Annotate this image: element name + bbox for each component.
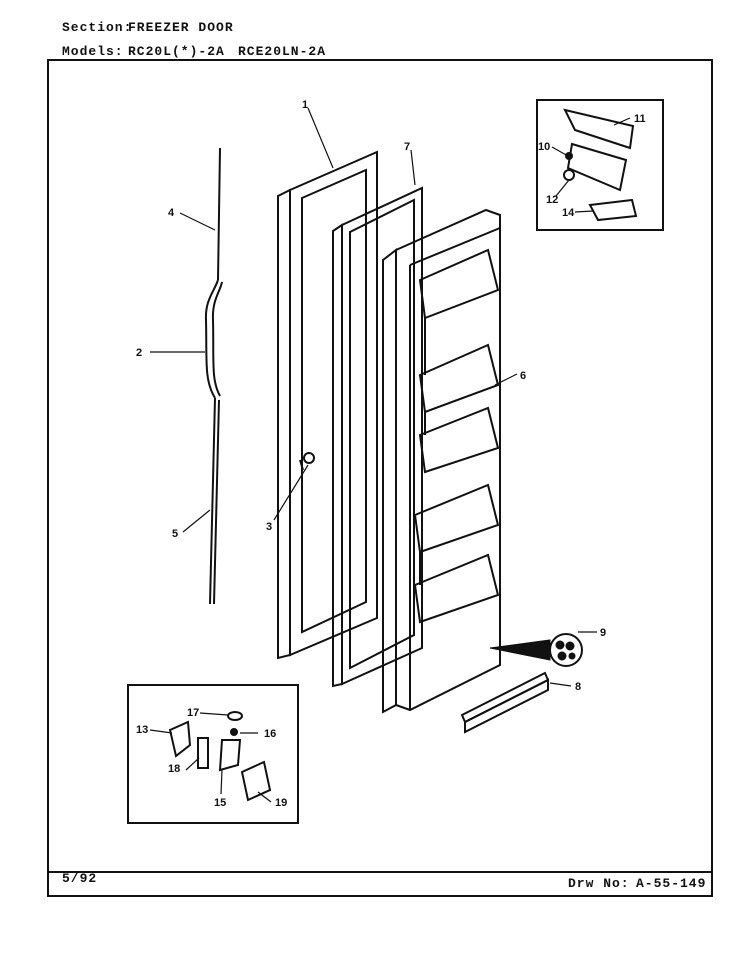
callout-14: 14 bbox=[562, 207, 575, 219]
clip-set bbox=[489, 633, 583, 667]
callout-1: 1 bbox=[302, 99, 308, 111]
callout-11: 11 bbox=[634, 113, 646, 125]
revision-date: 5/92 bbox=[62, 871, 98, 886]
callout-10: 10 bbox=[538, 141, 550, 153]
models-label: Models: bbox=[62, 44, 124, 59]
door-gasket bbox=[332, 186, 423, 688]
callout-16: 16 bbox=[264, 728, 276, 740]
drawing-number-label: Drw No: bbox=[568, 876, 630, 891]
callout-4: 4 bbox=[168, 207, 175, 219]
callout-18: 18 bbox=[168, 763, 180, 775]
door-handle-assembly bbox=[204, 147, 223, 605]
callout-12: 12 bbox=[546, 194, 558, 206]
bottom-hinge-inset bbox=[127, 684, 299, 824]
callout-13: 13 bbox=[136, 724, 148, 736]
model-number-2: RCE20LN-2A bbox=[238, 44, 327, 59]
callout-19: 19 bbox=[275, 797, 287, 809]
frame-pin bbox=[299, 452, 315, 471]
door-trim-strip bbox=[460, 671, 550, 734]
hinge-inset bbox=[536, 99, 664, 231]
callout-2: 2 bbox=[136, 347, 142, 359]
hinge-shim bbox=[588, 198, 638, 222]
section-value: FREEZER DOOR bbox=[128, 20, 234, 35]
callout-8: 8 bbox=[575, 681, 581, 693]
section-label: Section: bbox=[62, 20, 133, 35]
callout-6: 6 bbox=[520, 370, 526, 382]
hinge-cover bbox=[563, 108, 635, 150]
callout-15: 15 bbox=[214, 797, 226, 809]
hinge-plate bbox=[566, 142, 628, 192]
callout-5: 5 bbox=[172, 528, 178, 540]
callout-9: 9 bbox=[600, 627, 606, 639]
diagram-border bbox=[47, 59, 713, 897]
leader-lines bbox=[149, 107, 631, 803]
model-number-1: RC20L(*)-2A bbox=[128, 44, 225, 59]
drawing-number: A-55-149 bbox=[636, 876, 707, 891]
callout-7: 7 bbox=[404, 141, 410, 153]
callout-17: 17 bbox=[187, 707, 199, 719]
callout-3: 3 bbox=[266, 521, 272, 533]
door-liner bbox=[382, 208, 501, 714]
door-frame-outer bbox=[277, 150, 378, 660]
